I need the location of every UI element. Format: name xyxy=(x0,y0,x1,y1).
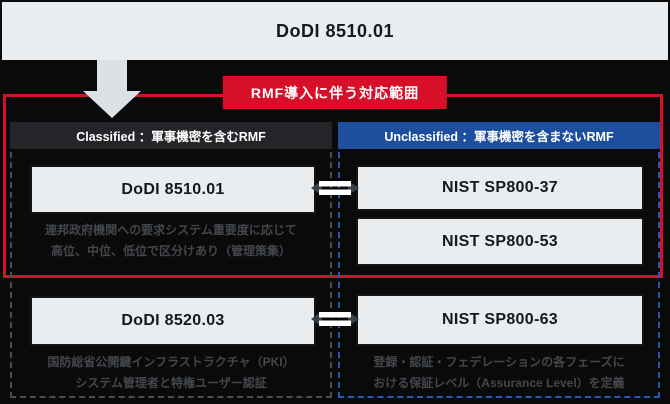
dodi-8520-desc-line1: 国防総省公開鍵インフラストラクチャ（PKI） xyxy=(47,355,295,369)
nist-sp800-37-box: NIST SP800-37 xyxy=(356,165,644,211)
dodi-8510-desc-line1: 連邦政府機関への要求システム重要度に応じて xyxy=(45,223,297,237)
top-banner: DoDI 8510.01 xyxy=(2,2,668,60)
dodi-8520-box-label: DoDI 8520.03 xyxy=(121,312,225,329)
unclassified-header-label: Unclassified ：軍事機密を含まないRMF xyxy=(384,130,614,144)
nist-sp800-63-desc-line1: 登録・認証・フェデレーションの各フェーズに xyxy=(373,355,625,369)
dodi-8520-description: 国防総省公開鍵インフラストラクチャ（PKI） システム管理者と特権ユーザー認証 xyxy=(12,352,330,394)
dodi-8510-box: DoDI 8510.01 xyxy=(30,165,316,214)
unclassified-column: Unclassified ：軍事機密を含まないRMF NIST SP800-37… xyxy=(338,122,660,398)
dodi-8510-desc-line2: 高位、中位、低位で区分けあり（管理策集） xyxy=(50,244,291,258)
top-banner-title: DoDI 8510.01 xyxy=(275,20,395,41)
nist-sp800-53-box: NIST SP800-53 xyxy=(356,217,644,266)
unclassified-column-header: Unclassified ：軍事機密を含まないRMF xyxy=(338,122,660,149)
equals-arrow-icon xyxy=(311,180,359,196)
down-arrow-icon xyxy=(83,60,141,118)
rmf-scope-badge: RMF導入に伴う対応範囲 xyxy=(222,76,448,109)
nist-sp800-63-label: NIST SP800-63 xyxy=(442,311,558,328)
nist-sp800-53-label: NIST SP800-53 xyxy=(442,232,558,250)
classified-column: Classified ：軍事機密を含むRMF DoDI 8510.01 連邦政府… xyxy=(10,122,332,398)
dodi-8510-description: 連邦政府機関への要求システム重要度に応じて 高位、中位、低位で区分けあり（管理策… xyxy=(12,220,330,262)
nist-sp800-63-description: 登録・認証・フェデレーションの各フェーズに おける保証レベル（Assurance… xyxy=(340,352,658,394)
dodi-8520-box: DoDI 8520.03 xyxy=(30,296,316,346)
nist-sp800-63-desc-line2: おける保証レベル（Assurance Level）を定義 xyxy=(373,376,625,390)
dodi-8520-desc-line2: システム管理者と特権ユーザー認証 xyxy=(75,376,267,390)
rmf-scope-badge-label: RMF導入に伴う対応範囲 xyxy=(250,84,420,101)
equals-arrow-icon xyxy=(311,311,359,327)
nist-sp800-63-box: NIST SP800-63 xyxy=(356,294,644,346)
nist-sp800-37-label: NIST SP800-37 xyxy=(442,179,558,196)
classified-column-header: Classified ：軍事機密を含むRMF xyxy=(10,122,332,149)
classified-header-label: Classified ：軍事機密を含むRMF xyxy=(76,130,266,144)
dodi-8510-box-label: DoDI 8510.01 xyxy=(121,180,225,198)
